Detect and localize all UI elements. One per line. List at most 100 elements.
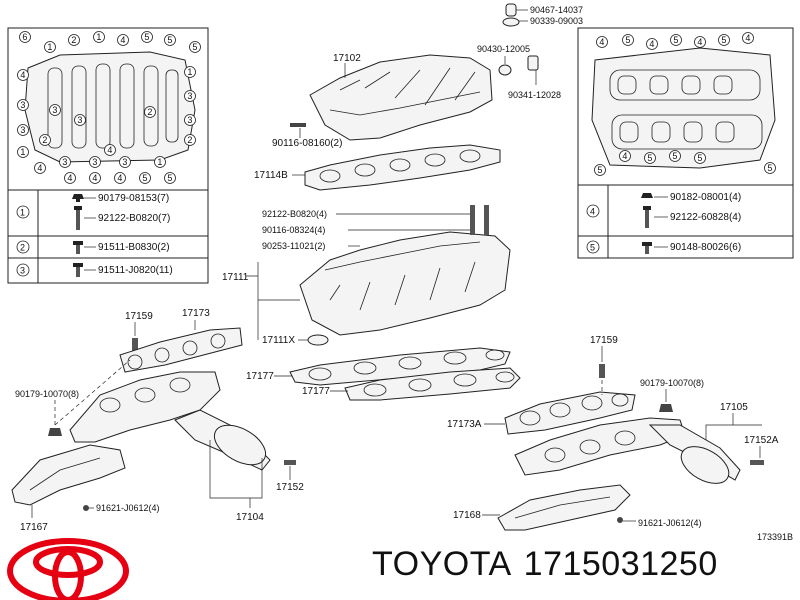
legend-left-callout-circle [184,134,196,146]
gasket-plate-right [591,47,776,169]
legend-left-callout-number: 3 [122,157,127,167]
legend-left-callout-number: 4 [120,35,125,45]
label-17152-left: 17152 [276,482,304,493]
legend-left-callout-number: 3 [187,91,192,101]
legend-left-callout-number: 4 [92,173,97,183]
label-90341-12028: 90341-12028 [508,90,561,100]
legend-left-callout-number: 6 [22,32,27,42]
label-17102: 17102 [333,53,361,64]
legend-left-callout-circle [64,172,76,184]
bolt-icon [72,194,84,202]
legend-right-callout-number: 5 [597,165,602,175]
legend-left-callout-number: 1 [47,42,52,52]
legend-left-callout-number: 3 [52,105,57,115]
legend-left-callout-circle [114,172,126,184]
label-17168: 17168 [453,510,481,521]
legend-left-callout-number: 4 [117,173,122,183]
legend-right-part-4a: 90182-08001(4) [670,192,741,203]
label-17173A: 17173A [447,419,482,430]
brand-name: TOYOTA [372,545,512,583]
legend-left-callout-circle [17,146,29,158]
legend-left-callout-circle [68,34,80,46]
legend-left-callout-number: 3 [20,100,25,110]
legend-left-row-icons: 1 2 3 [16,194,96,277]
gasket-plate-left [24,51,196,163]
legend-right-part-5: 90148-80026(6) [670,242,741,253]
legend-right-callout-number: 5 [625,35,630,45]
legend-left-part-1b: 92122-B0820(7) [98,213,170,224]
legend-left-callout-circle [184,90,196,102]
label-17159-left: 17159 [125,311,153,322]
svg-text:3: 3 [20,266,25,276]
intake-manifold [299,205,511,346]
bolt-icon [74,206,82,230]
intake-gasket-upper [289,347,511,386]
legend-left-callout-circle [89,172,101,184]
label-90116-08160: 90116-08160(2) [272,138,342,149]
vacuum-hose-parts [498,3,539,85]
legend-right-callout-number: 5 [672,151,677,161]
legend-right-callout-number: 5 [721,35,726,45]
bolt-icon [83,505,89,511]
legend-left-callout-number: 1 [96,32,101,42]
legend-right-callout-number: 5 [697,153,702,163]
nut-icon [659,404,673,412]
legend-right-part-4b: 92122-60828(4) [670,212,741,223]
legend-left-callout-number: 5 [167,35,172,45]
legend-right-callout-circle [694,36,706,48]
stud-icon [132,338,138,352]
legend-left-callout-circle [154,156,166,168]
legend-left-part-3: 91511-J0820(11) [98,265,173,276]
legend-left-callout-circle [49,104,61,116]
legend-left-callout-circle [139,172,151,184]
legend-right-callout-number: 4 [599,37,604,47]
legend-right-callout-circle [718,34,730,46]
legend-left-part-2: 91511-B0830(2) [98,242,170,253]
label-17111X: 17111X [262,335,295,346]
legend-left-callout-number: 4 [107,145,112,155]
label-17177-a: 17177 [246,371,274,382]
legend-left-callout-number: 2 [187,135,192,145]
stud-icon [284,460,296,465]
legend-right-callout-number: 5 [673,35,678,45]
label-17104: 17104 [236,512,264,523]
legend-left-callout-circle [164,34,176,46]
intake-plenum [309,54,493,141]
legend-left-callout-circle [141,31,153,43]
exhaust-gasket-right [504,391,636,435]
svg-text:5: 5 [590,243,595,253]
label-17105: 17105 [720,402,748,413]
svg-text:4: 4 [590,207,595,217]
diagram-id: 173391B [757,532,793,542]
bolt-icon [617,517,623,523]
label-91621-J0612-left: 91621-J0612(4) [96,503,160,513]
legend-left-callout-circle [189,41,201,53]
label-90179-10070-right: 90179-10070(8) [640,378,704,388]
label-90116-08324: 90116-08324(4) [262,225,325,235]
bolt-icon [73,241,83,254]
legend-left-callout-number: 5 [192,42,197,52]
legend-left-callout-number: 1 [187,67,192,77]
legend-left-callout-number: 5 [144,32,149,42]
legend-left-callout-circle [89,156,101,168]
exhaust-gasket-left [119,327,243,373]
stud-bolt-icon [290,123,306,127]
legend-left-callout-circle [119,156,131,168]
bolt-icon [643,206,651,228]
legend-left-callout-number: 2 [42,135,47,145]
legend-right-callout-circle [742,32,754,44]
legend-right-callout-circle [646,38,658,50]
legend-left-callout-circle [39,134,51,146]
legend-right-callout-circle [764,162,776,174]
stud-icon [599,364,605,378]
legend-right-callout-circle [669,150,681,162]
heat-shield-right [497,484,631,531]
legend-right-row-icons: 4 5 [586,193,668,254]
intake-gasket-lower [344,367,521,401]
legend-left-callout-number: 3 [77,115,82,125]
heat-shield-left [11,444,126,506]
bolt-icon [642,242,652,254]
